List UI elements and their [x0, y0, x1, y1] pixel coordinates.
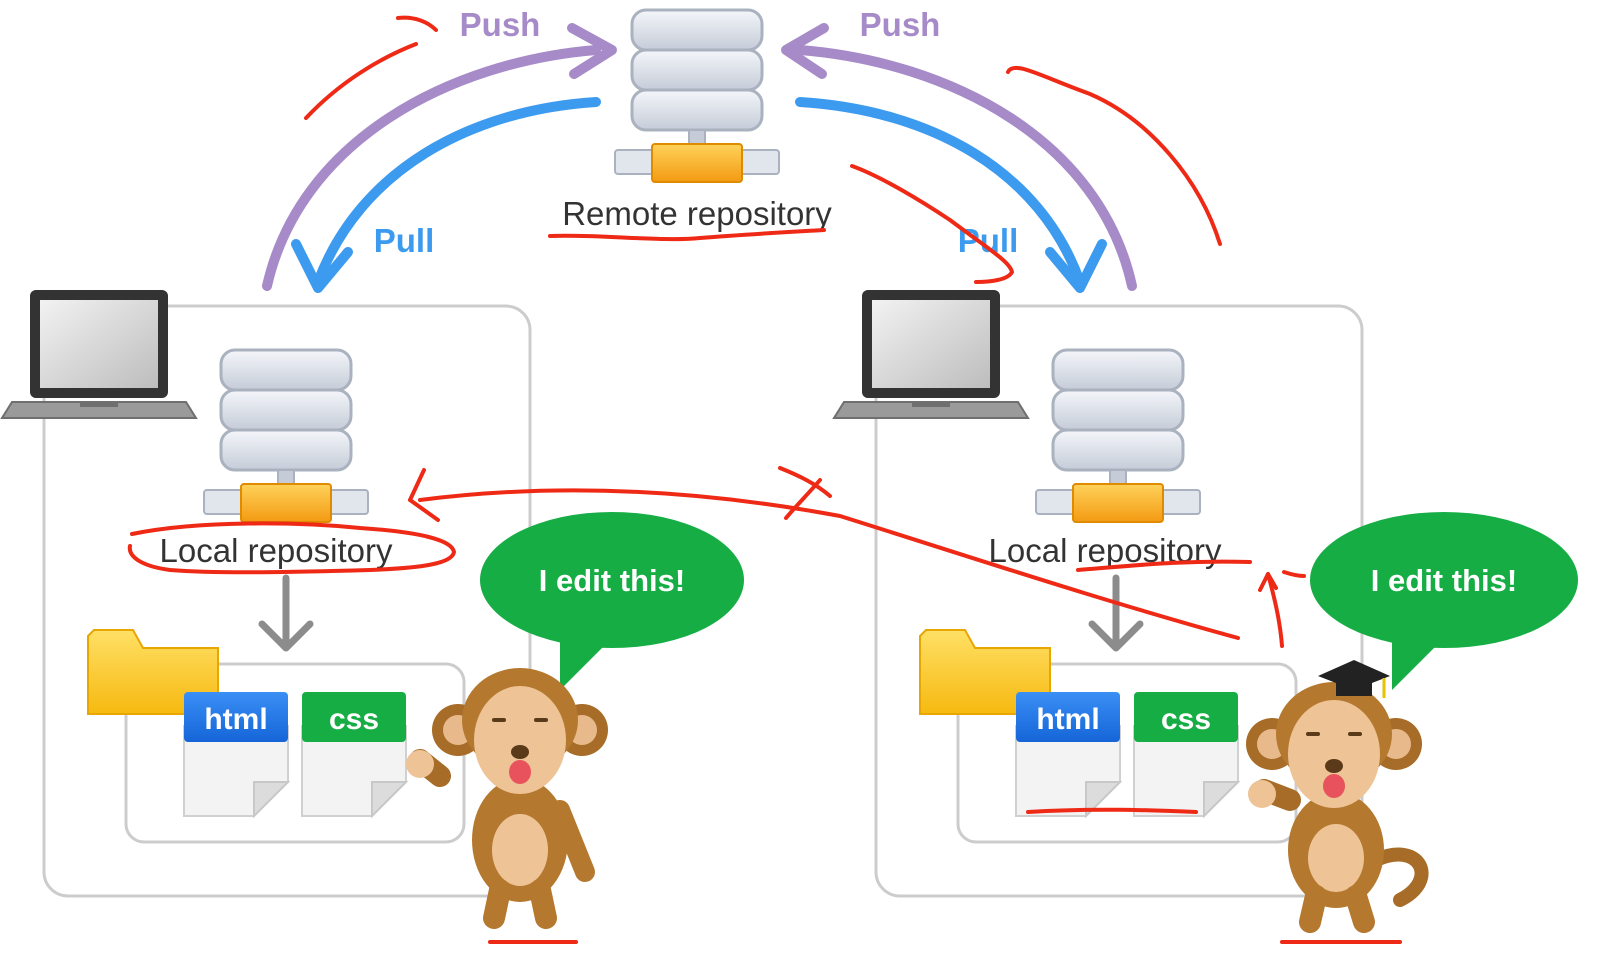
pull-arrow-left [291, 97, 601, 293]
remote-repository-label: Remote repository [562, 195, 832, 232]
remote-database-icon [613, 8, 781, 184]
push-arrow-left [262, 23, 617, 291]
push-arrow-right [781, 23, 1137, 291]
right-local-database-icon [1034, 348, 1202, 524]
left-speech-bubble-icon [480, 512, 744, 690]
pull-arrow-right [795, 97, 1107, 293]
graduation-cap-icon [1318, 660, 1390, 698]
left-html-file-label: html [204, 703, 267, 736]
pull-label-left: Pull [374, 222, 435, 259]
left-local-repository-label: Local repository [160, 532, 393, 569]
right-workstation: Local repository html css I edit this! [833, 289, 1578, 933]
left-css-file-icon [301, 692, 407, 817]
right-monkey-icon [1246, 682, 1429, 933]
right-speech-bubble-icon [1310, 512, 1578, 690]
annotation-strokes [127, 15, 1402, 944]
right-speech-text: I edit this! [1371, 563, 1517, 598]
left-laptop-icon [1, 289, 197, 419]
left-local-database-icon [202, 348, 370, 524]
right-laptop-icon [833, 289, 1029, 419]
push-label-right: Push [860, 6, 941, 43]
left-speech-text: I edit this! [539, 563, 685, 598]
right-checkout-arrow [1088, 574, 1144, 652]
right-css-file-icon [1133, 692, 1239, 817]
left-workstation: Local repository html css I edit this! [1, 289, 744, 929]
right-css-file-label: css [1161, 703, 1211, 736]
push-label-left: Push [460, 6, 541, 43]
right-html-file-label: html [1036, 703, 1099, 736]
left-monkey-icon [406, 668, 608, 929]
left-html-file-icon [183, 692, 289, 817]
left-css-file-label: css [329, 703, 379, 736]
pull-label-right: Pull [958, 222, 1019, 259]
left-checkout-arrow [258, 574, 314, 652]
right-html-file-icon [1015, 692, 1121, 817]
